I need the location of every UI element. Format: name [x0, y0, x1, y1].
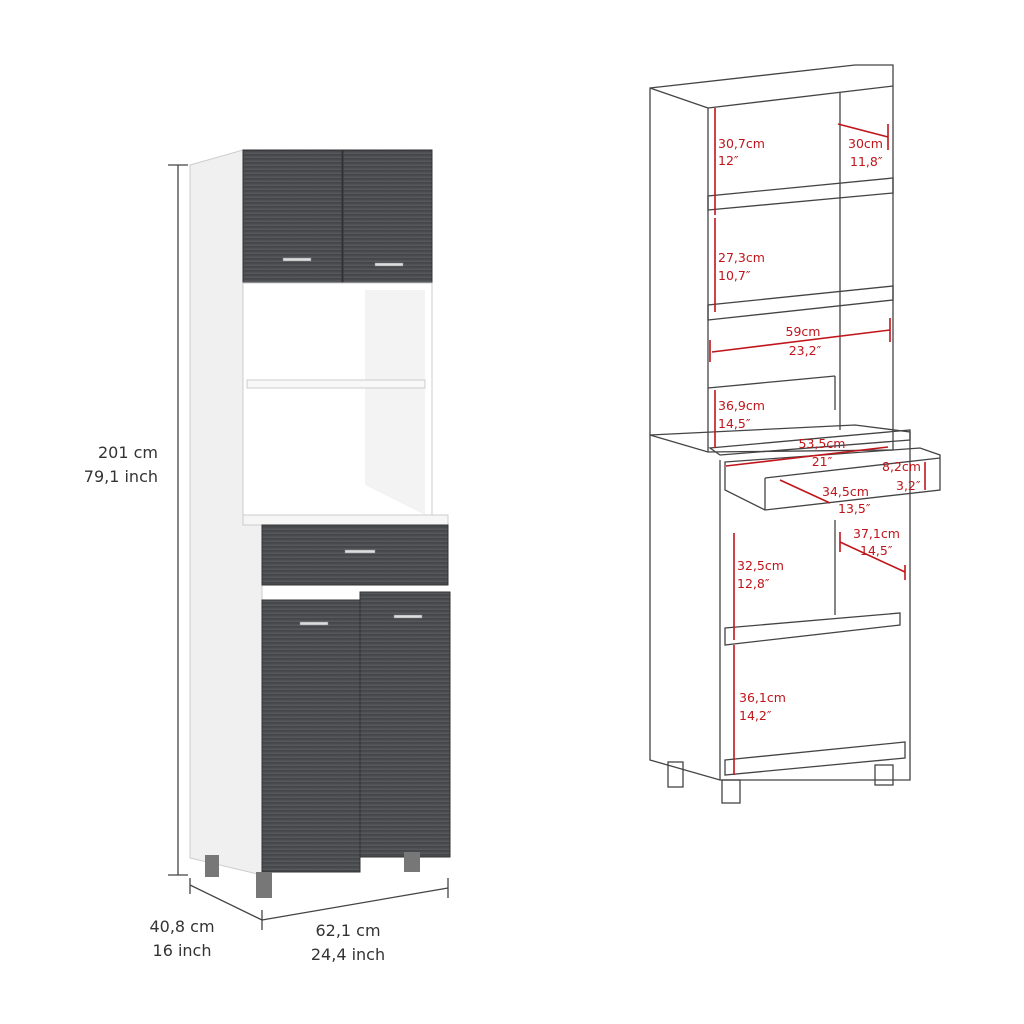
inner-dimension-labels: 30,7cm 12″ 30cm 11,8″ 27,3cm 10,7″ 59cm …: [718, 136, 921, 723]
dim-label: 30cm: [848, 136, 883, 151]
dim-label: 11,8″: [850, 154, 883, 169]
dim-label: 36,9cm: [718, 398, 765, 413]
handle: [374, 262, 404, 267]
width-cm-label: 62,1 cm: [315, 921, 380, 940]
leg: [404, 852, 420, 872]
dim-label: 21″: [812, 454, 833, 469]
dim-label: 14,5″: [860, 543, 893, 558]
dim-label: 32,5cm: [737, 558, 784, 573]
dim-label: 37,1cm: [853, 526, 900, 541]
inner-dimension-lines: [709, 108, 926, 775]
dim-label: 23,2″: [789, 343, 822, 358]
dim-label: 8,2cm: [882, 459, 921, 474]
drawer-front: [261, 524, 449, 586]
leg: [256, 872, 272, 898]
overall-dimension-lines: [168, 164, 449, 930]
cabinet-render: [189, 149, 451, 898]
lower-left-door: [261, 599, 361, 873]
lower-right-door: [359, 591, 451, 858]
dim-label: 27,3cm: [718, 250, 765, 265]
dim-label: 30,7cm: [718, 136, 765, 151]
handle: [299, 621, 329, 626]
middle-shelf: [246, 379, 426, 389]
upper-right-door: [342, 149, 433, 284]
depth-in-label: 16 inch: [153, 941, 212, 960]
handle: [282, 257, 312, 262]
dim-label: 53,5cm: [799, 436, 846, 451]
counter-top: [242, 514, 449, 526]
depth-cm-label: 40,8 cm: [149, 917, 214, 936]
shelf-inner-wall: [365, 290, 425, 515]
leg: [205, 855, 219, 877]
dim-label: 13,5″: [838, 501, 871, 516]
height-in-label: 79,1 inch: [84, 467, 158, 486]
dim-label: 12,8″: [737, 576, 770, 591]
width-in-label: 24,4 inch: [311, 945, 385, 964]
dim-label: 14,2″: [739, 708, 772, 723]
dim-label: 34,5cm: [822, 484, 869, 499]
dim-label: 36,1cm: [739, 690, 786, 705]
handle: [344, 549, 376, 554]
dim-label: 3,2″: [896, 478, 921, 493]
handle: [393, 614, 423, 619]
cabinet-line-drawing: [649, 64, 941, 804]
dim-label: 14,5″: [718, 416, 751, 431]
dim-label: 10,7″: [718, 268, 751, 283]
dim-label: 12″: [718, 153, 739, 168]
dim-label: 59cm: [786, 324, 821, 339]
height-cm-label: 201 cm: [98, 443, 158, 462]
upper-left-door: [242, 149, 343, 284]
